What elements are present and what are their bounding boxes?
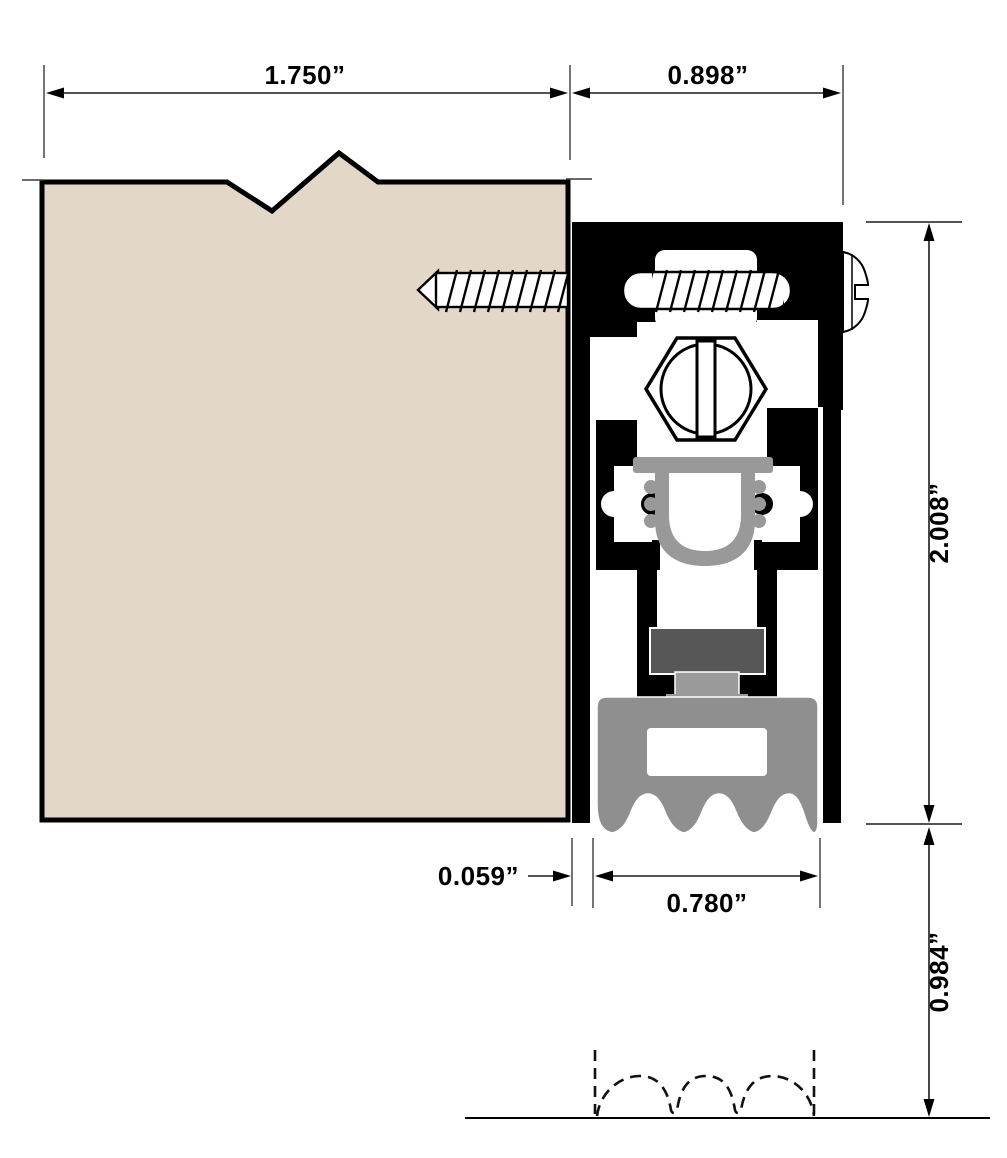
dim-label-housing-width: 0.898” [667, 60, 748, 90]
cavity-left-wing [590, 337, 650, 420]
hex-nut [643, 336, 769, 442]
insert-rib [752, 497, 766, 511]
arrowhead-up-icon [923, 827, 935, 845]
cavity-left-gap-strip [590, 410, 596, 823]
arrowhead-left-icon [46, 87, 64, 99]
dimension-door-width: 1.750” [43, 60, 571, 160]
dim-label-housing-height: 2.008” [924, 482, 954, 563]
cavity-right-t-slot-round [787, 491, 813, 517]
dimension-housing-width: 0.898” [572, 60, 844, 205]
housing-left-flange [572, 222, 590, 823]
insert-u-cup [655, 473, 755, 566]
adjustment-screw-head [842, 250, 870, 334]
mounting-screw [416, 268, 570, 313]
retainer-block [649, 627, 766, 675]
housing-left-step [596, 540, 660, 570]
dim-label-drop-height: 0.984” [924, 931, 954, 1012]
dimension-drop-height: 0.984” [923, 827, 954, 1117]
insert-rib [644, 480, 658, 494]
screw-threads [444, 268, 568, 313]
arrowhead-right-icon [550, 87, 568, 99]
arrowhead-right-icon [800, 870, 818, 882]
insert-rib [752, 514, 766, 528]
arrowhead-right-icon [823, 87, 841, 99]
dim-label-gap: 0.059” [438, 861, 519, 891]
screw-head-profile [842, 250, 870, 334]
housing-right-step [754, 540, 818, 570]
arrowhead-up-icon [923, 223, 935, 241]
arrowhead-right-icon [553, 870, 571, 882]
arrowhead-down-icon [923, 1099, 935, 1117]
dimension-housing-height: 2.008” [866, 221, 962, 825]
bottom-seal [596, 696, 819, 834]
arrowhead-left-icon [595, 870, 613, 882]
floor-and-dropped-seal [465, 1050, 990, 1119]
door-section [22, 149, 592, 823]
dim-label-seal-width: 0.780” [666, 888, 747, 918]
dimension-seal-width: 0.780” [592, 838, 821, 918]
insert-rib [644, 497, 658, 511]
arrowhead-down-icon [923, 805, 935, 823]
door-panel [39, 149, 571, 823]
hex-nut-slot [695, 339, 717, 439]
dim-label-door-width: 1.750” [264, 60, 345, 90]
cavity-right-gap-strip [818, 407, 823, 823]
insert-top-bar [633, 457, 773, 473]
drop-mechanism-insert [633, 457, 773, 566]
dimension-gap: 0.059” [438, 838, 573, 906]
cavity-left-t-slot-round [601, 491, 627, 517]
insert-rib [752, 480, 766, 494]
housing-right-wall [823, 222, 841, 823]
carrier-screw-threads [652, 268, 784, 313]
carrier-screw [621, 268, 793, 313]
cavity-right-wing [757, 320, 818, 408]
seal-window [647, 728, 767, 776]
insert-rib [644, 514, 658, 528]
dropped-seal-wave-outline [595, 1074, 816, 1117]
arrowhead-left-icon [572, 87, 590, 99]
